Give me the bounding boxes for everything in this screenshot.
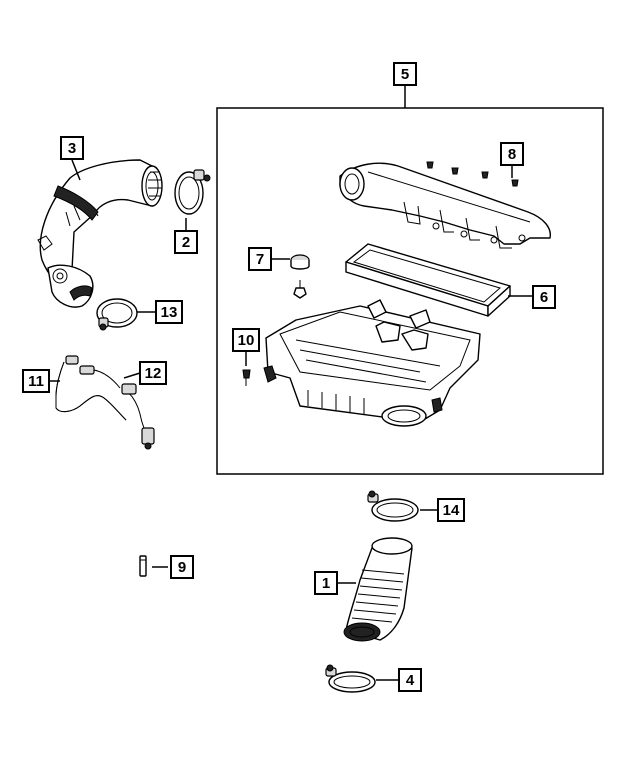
callout-9[interactable]: 9	[170, 555, 194, 579]
clamp-part-4	[325, 664, 376, 693]
pin-part-9	[139, 555, 147, 577]
screws-part-8	[426, 161, 519, 187]
clamp-part-14	[367, 490, 419, 522]
callout-10[interactable]: 10	[232, 328, 260, 352]
callout-13[interactable]: 13	[155, 300, 183, 324]
hose-part-11	[55, 355, 127, 421]
filter-element-part-6	[345, 243, 511, 317]
callout-7[interactable]: 7	[248, 247, 272, 271]
grommet-part-7	[290, 254, 310, 299]
callout-6[interactable]: 6	[532, 285, 556, 309]
callout-11[interactable]: 11	[22, 369, 50, 393]
callout-3[interactable]: 3	[60, 136, 84, 160]
leader-3	[71, 159, 81, 181]
flexible-hose-part-1	[343, 537, 413, 642]
callout-2[interactable]: 2	[174, 230, 198, 254]
lower-housing	[263, 299, 481, 427]
air-cleaner-cover-part-8	[339, 162, 551, 249]
leader-12	[123, 372, 141, 379]
callout-4[interactable]: 4	[398, 668, 422, 692]
callout-5[interactable]: 5	[393, 62, 417, 86]
bolt-part-10	[242, 369, 251, 386]
callout-1[interactable]: 1	[314, 571, 338, 595]
assembly-frame	[216, 107, 604, 475]
clamp-part-2	[174, 169, 211, 215]
clamp-part-13	[96, 298, 138, 331]
wire-part-12	[121, 383, 155, 450]
inlet-duct-part-3	[37, 159, 163, 308]
callout-14[interactable]: 14	[437, 498, 465, 522]
callout-12[interactable]: 12	[139, 361, 167, 385]
callout-8[interactable]: 8	[500, 142, 524, 166]
